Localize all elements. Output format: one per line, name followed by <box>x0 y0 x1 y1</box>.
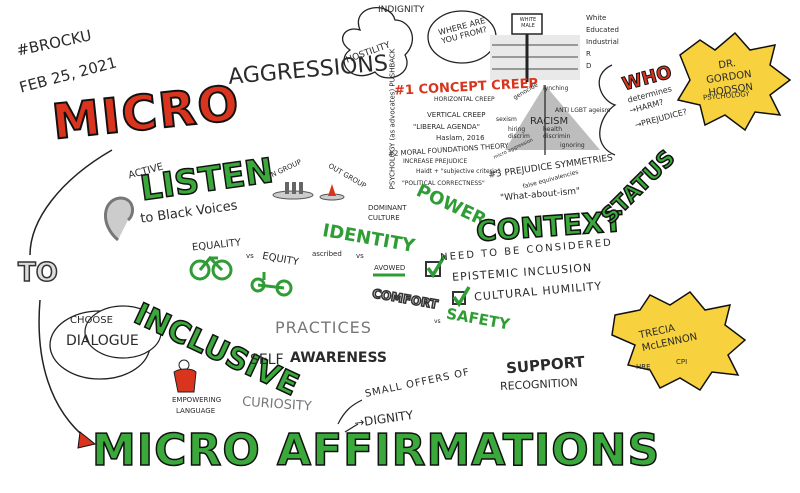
flow-arc-bottom <box>38 299 89 441</box>
hiring-label: hiring discrim <box>508 126 530 140</box>
awareness-label: AWARENESS <box>290 350 388 366</box>
hostility-cloud <box>341 7 414 79</box>
ear-icon <box>104 196 134 242</box>
speaker2-tag-hre: HRE <box>636 363 651 371</box>
checkbox-icon <box>452 286 471 308</box>
equality-bike-icon <box>189 255 233 281</box>
psychology-pushback: PSYCHOLOGY (as advocates) PUSHBACK <box>388 48 397 190</box>
vs-label-1: vs <box>246 252 254 260</box>
who-brace <box>598 64 617 156</box>
sign-text: WHITE MALE <box>519 17 537 29</box>
political-correctness: "POLITICAL CORRECTNESS" <box>402 180 485 187</box>
speaker1-burst <box>676 31 792 132</box>
choose-label: CHOOSE <box>70 315 113 326</box>
vs-label-2: vs <box>356 252 364 260</box>
title-to: TO <box>17 257 58 289</box>
arrow-head-icon <box>77 431 97 449</box>
empowering-label: EMPOWERING <box>172 396 222 404</box>
sexism-label: sexism <box>496 116 517 123</box>
person-icon <box>173 368 197 393</box>
checkbox-icon <box>425 254 447 279</box>
language-label: LANGUAGE <box>176 407 216 415</box>
racism-pyramid <box>505 85 600 150</box>
flow-arc-top <box>29 149 113 256</box>
speaker2-burst <box>611 291 747 392</box>
vs-label-3: vs <box>434 318 441 325</box>
vertical-creep: VERTICAL CREEP <box>427 111 486 119</box>
self-label: SELF <box>250 352 284 368</box>
ascribed-label: ascribed <box>312 250 342 258</box>
weird-acronym: White Educated Industrial R D <box>586 14 619 70</box>
dialogue-label: DIALOGUE <box>66 333 139 349</box>
racism-label: RACISM <box>530 116 569 127</box>
lynching-label: lynching <box>543 85 569 92</box>
horizontal-creep: HORIZONTAL CREEP <box>434 96 495 103</box>
increase-prejudice: INCREASE PREJUDICE <box>403 158 468 165</box>
indignity-label: INDIGNITY <box>378 5 425 15</box>
health-label: health discrimin <box>543 126 571 140</box>
haidt-note: Haidt + "subjective criteria" <box>416 168 501 175</box>
equity-bike-icon <box>250 272 293 297</box>
avowed-label: AVOWED <box>374 264 406 272</box>
practices-label: PRACTICES <box>275 318 372 337</box>
dominant-culture-label: DOMINANT CULTURE <box>368 204 407 222</box>
ignoring-label: ignoring <box>560 142 585 149</box>
liberal-agenda: "LIBERAL AGENDA" <box>413 123 480 131</box>
anti-lgbt-label: ANTI LGBT ageism <box>555 107 611 114</box>
speaker2-tag-cpi: CPI <box>676 358 688 366</box>
title-micro-affirmations: MICRO AFFIRMATIONS <box>91 424 661 477</box>
citation: Haslam, 2016 <box>436 134 485 142</box>
